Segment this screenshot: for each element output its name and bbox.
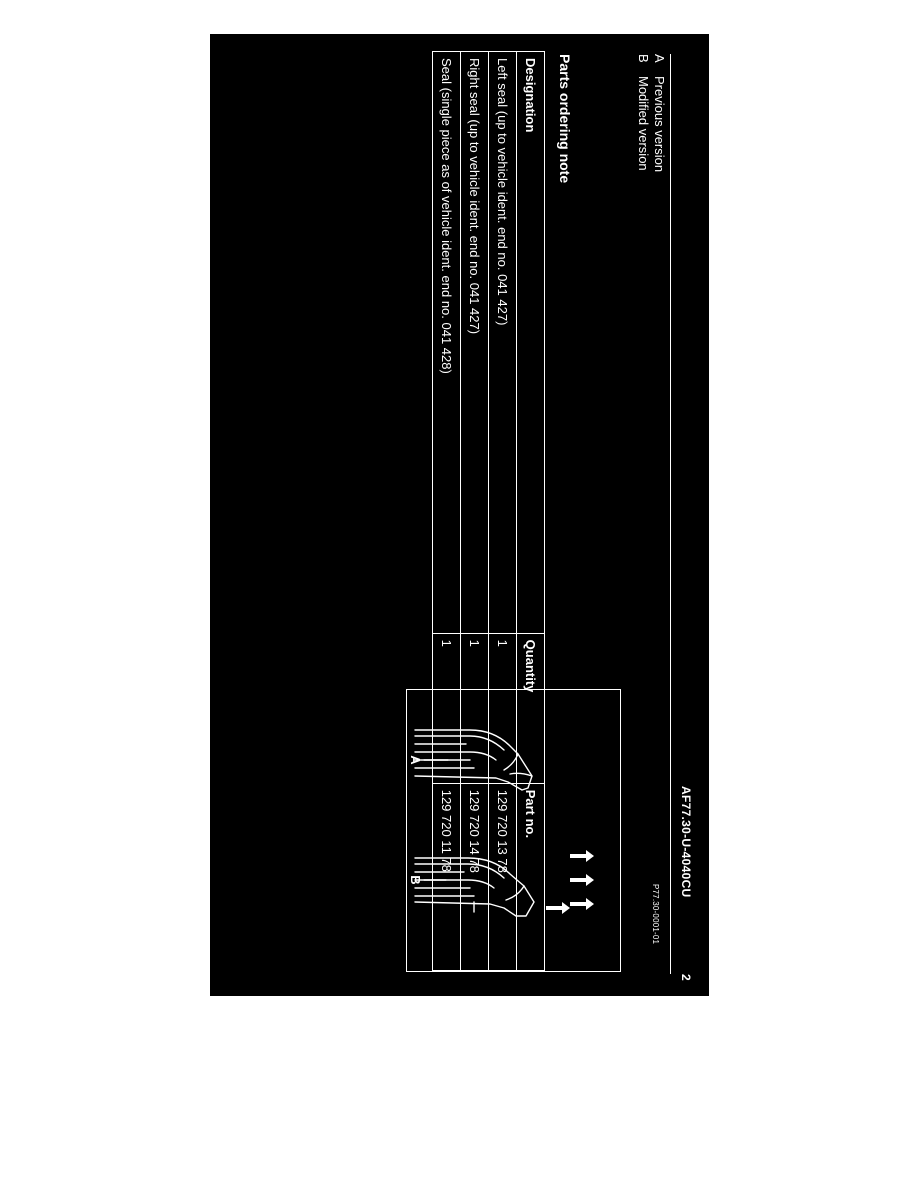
scanned-page: AF77.30-U-4040CU 2 A Previous version B … bbox=[210, 34, 709, 996]
legend-letter: B bbox=[636, 54, 651, 63]
arrow-icons bbox=[546, 850, 594, 914]
figure-legend: A Previous version B Modified version bbox=[635, 54, 667, 172]
page-number: 2 bbox=[679, 974, 693, 981]
cell-designation: Right seal (up to vehicle ident. end no.… bbox=[460, 51, 489, 634]
seal-b-profile bbox=[414, 857, 535, 917]
header-rule bbox=[670, 54, 671, 974]
cell-designation: Seal (single piece as of vehicle ident. … bbox=[432, 51, 461, 634]
legend-item-a: A Previous version bbox=[651, 54, 667, 172]
header-designation: Designation bbox=[516, 51, 545, 634]
arrow-up-icon bbox=[570, 850, 594, 862]
legend-letter: A bbox=[652, 54, 667, 63]
arrow-up-icon bbox=[570, 874, 594, 886]
callout-b-label: B bbox=[408, 875, 423, 884]
document-id: AF77.30-U-4040CU bbox=[679, 786, 693, 898]
legend-text: Modified version bbox=[636, 76, 651, 171]
parts-note-title: Parts ordering note bbox=[557, 54, 573, 184]
callout-a-label: A bbox=[408, 755, 423, 765]
figure-code: P77.30-0001-01 bbox=[651, 884, 660, 945]
arrow-up-icon bbox=[570, 898, 594, 910]
legend-text: Previous version bbox=[652, 76, 667, 173]
rotated-page-content: AF77.30-U-4040CU 2 A Previous version B … bbox=[210, 34, 709, 996]
seal-illustration: A B bbox=[406, 689, 621, 972]
cell-designation: Left seal (up to vehicle ident. end no. … bbox=[488, 51, 517, 634]
seal-drawing: A B bbox=[408, 729, 594, 917]
legend-item-b: B Modified version bbox=[635, 54, 651, 172]
arrow-up-icon bbox=[546, 902, 570, 914]
